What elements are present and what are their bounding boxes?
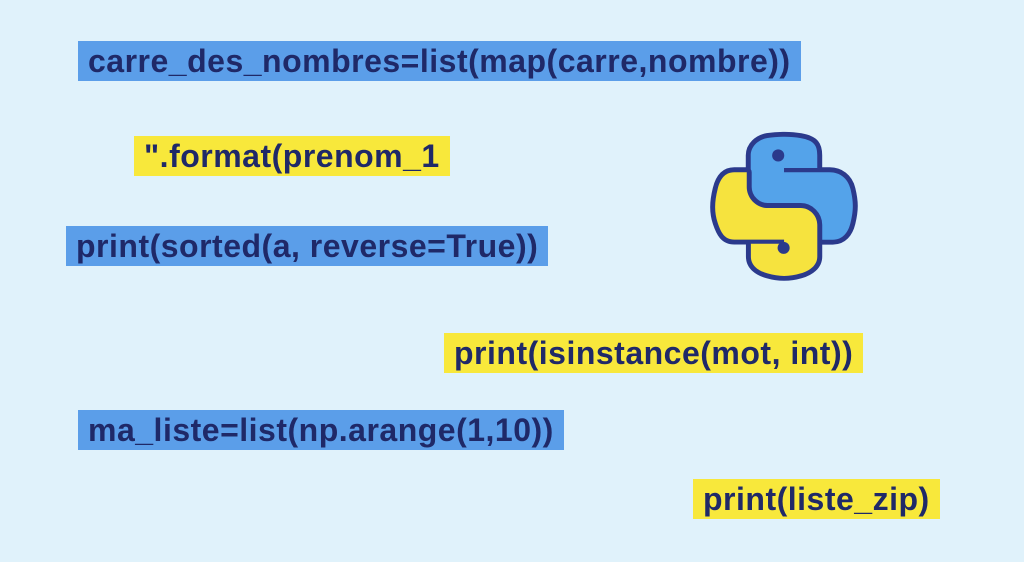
python-logo-yellow-snake-eye: [777, 241, 790, 254]
python-logo-blue-snake: [745, 131, 858, 245]
code-snippet-ma-liste: ma_liste=list(np.arange(1,10)): [78, 410, 564, 450]
code-snippet-print-sorted: print(sorted(a, reverse=True)): [66, 226, 549, 266]
python-logo-icon: [710, 131, 858, 281]
code-snippet-carre-des-nombres: carre_des_nombres=list(map(carre,nombre)…: [78, 41, 801, 81]
python-logo-snakes: [710, 131, 858, 281]
code-snippet-print-isinstance: print(isinstance(mot, int)): [444, 333, 864, 373]
code-snippet-print-liste-zip: print(liste_zip): [693, 479, 940, 519]
python-logo-blue-snake-eye: [772, 149, 785, 162]
python-logo-yellow-snake: [710, 167, 823, 281]
code-snippet-format-prenom: ".format(prenom_1: [134, 136, 450, 176]
